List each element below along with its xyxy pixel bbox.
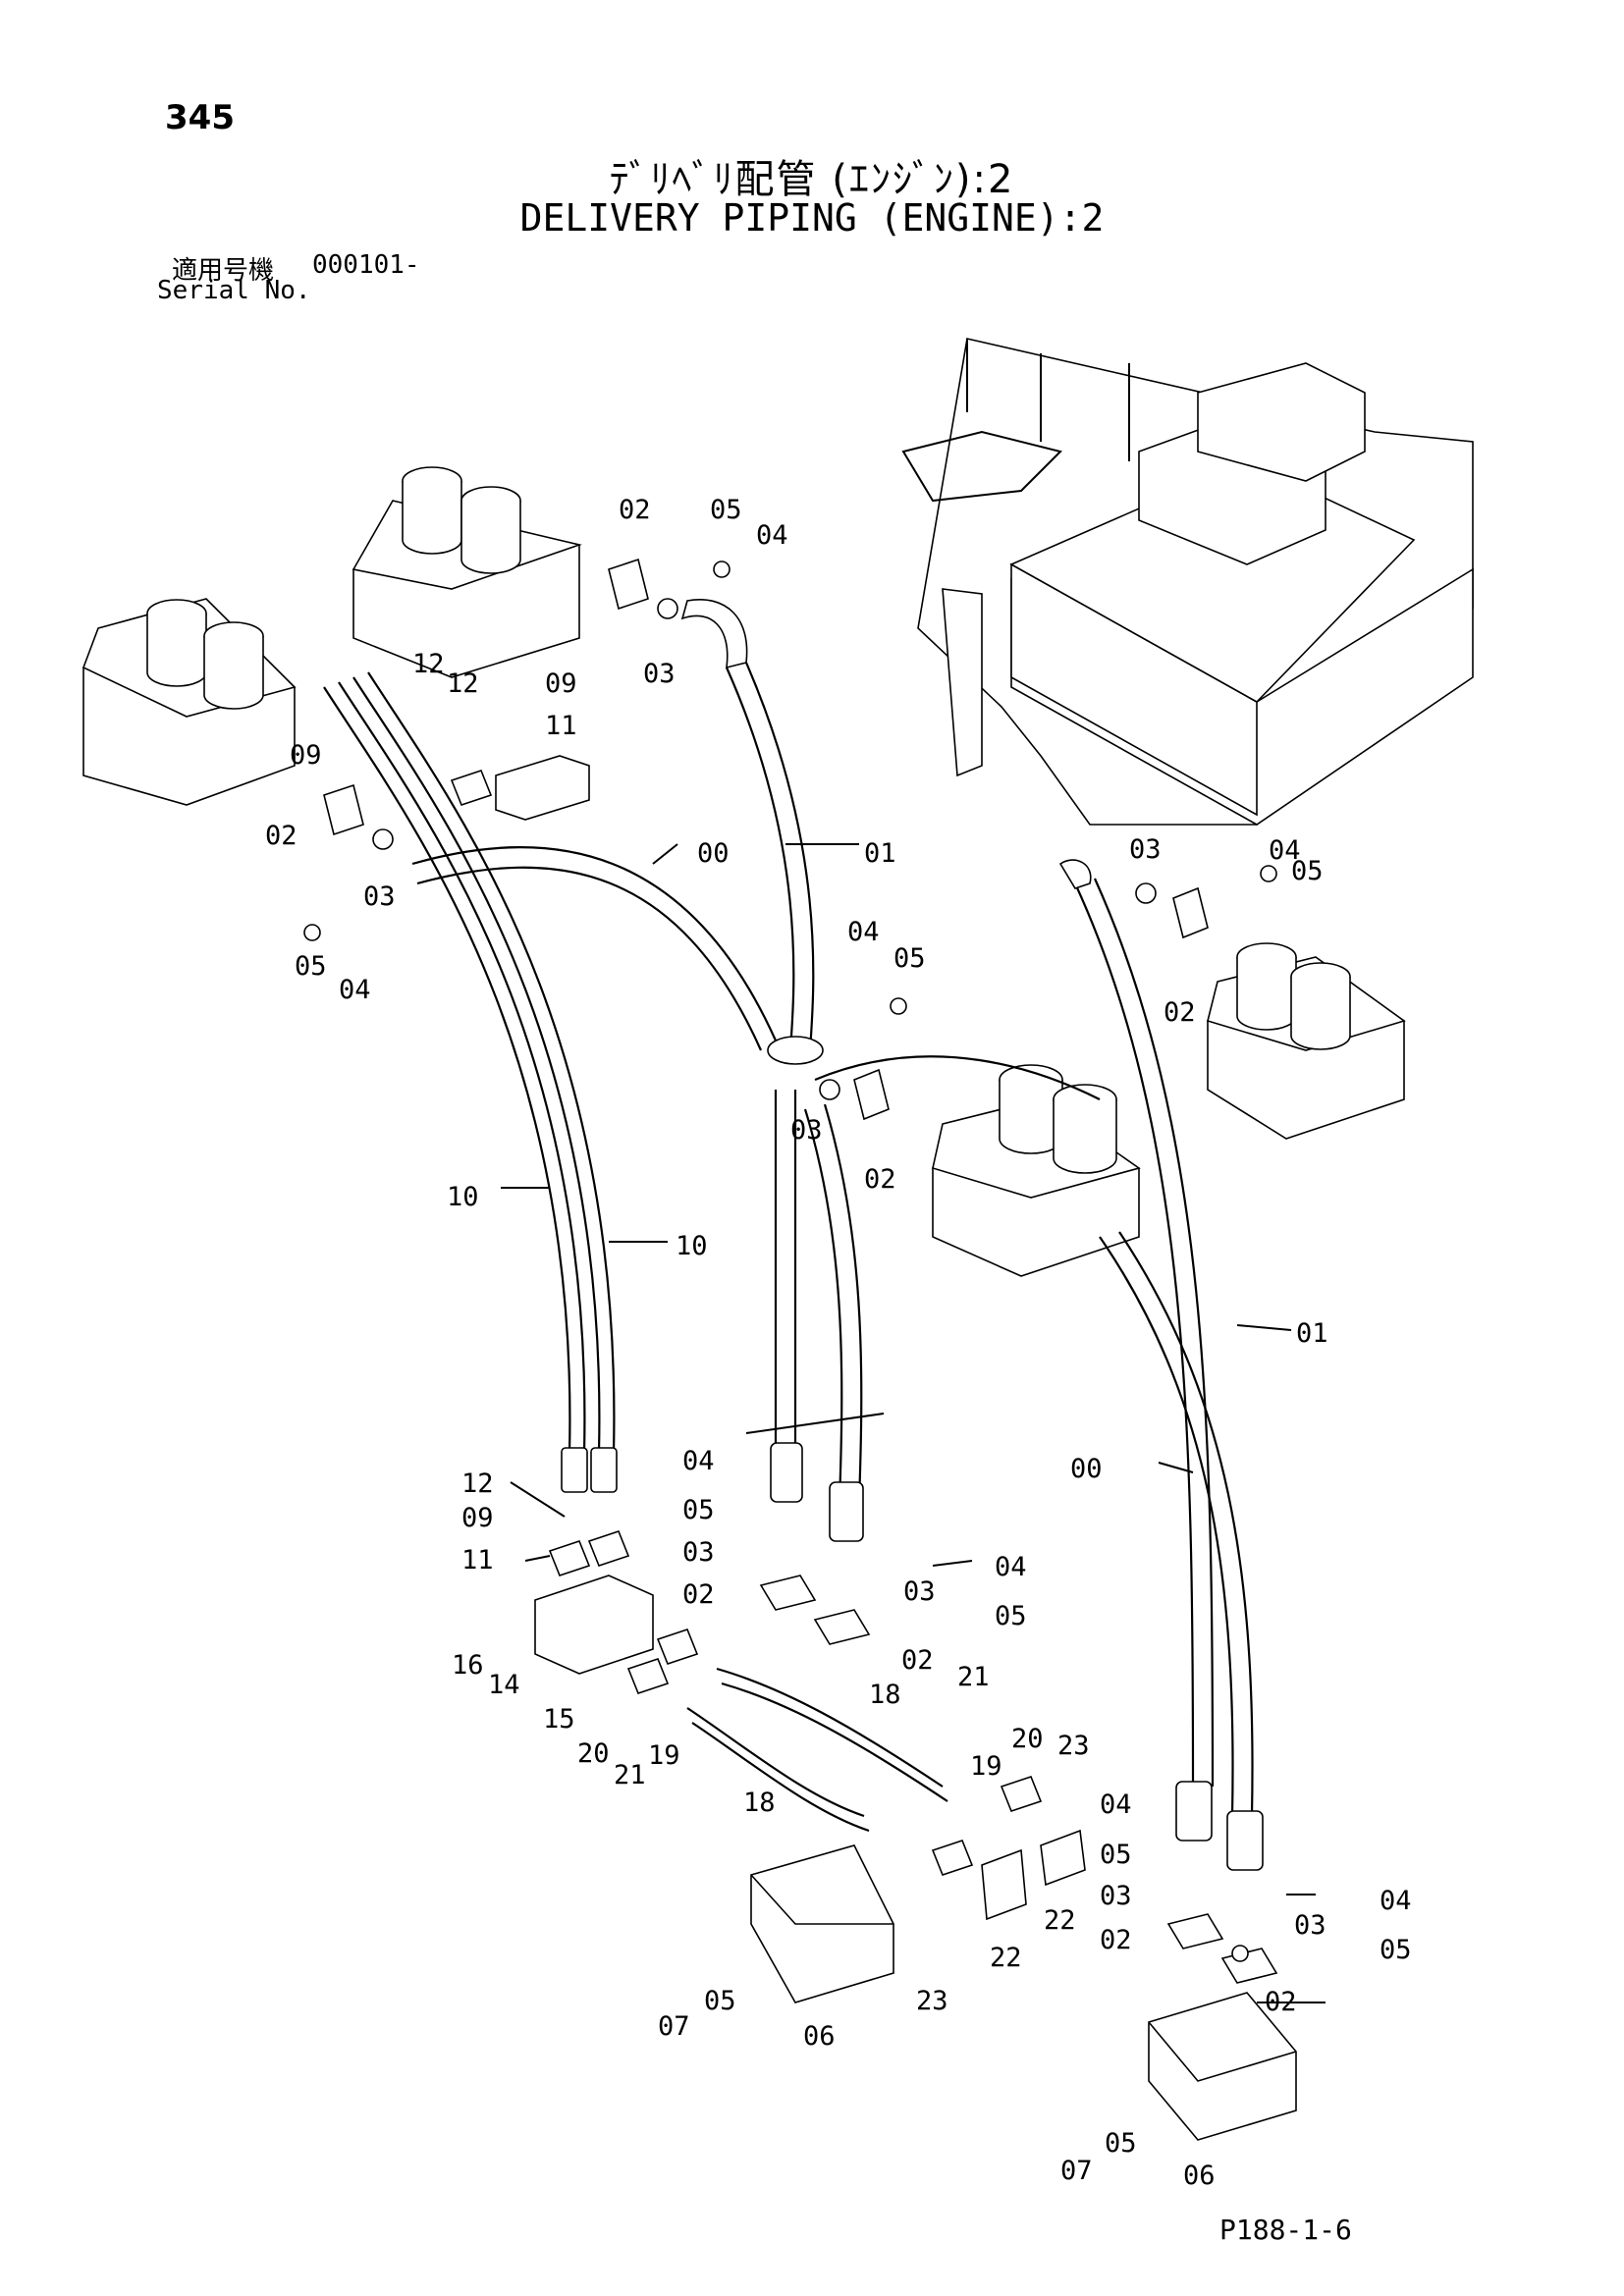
callout-label: 14 [488, 1670, 520, 1700]
callout-label: 10 [447, 1182, 479, 1212]
callout-label: 20 [577, 1738, 610, 1769]
callout-label: 03 [1294, 1910, 1326, 1941]
callout-label: 02 [901, 1645, 934, 1676]
callout-label: 20 [1011, 1724, 1044, 1754]
hose-18-b [686, 1707, 865, 1818]
callout-label: 12 [447, 668, 479, 699]
title-japanese: ﾃﾞﾘﾍﾞﾘ配管 (ｴﾝｼﾞﾝ):2 [609, 157, 1015, 202]
callout-label: 16 [452, 1650, 484, 1681]
callout-labels: 02 05 04 03 12 12 09 11 09 02 03 05 04 0… [265, 495, 1412, 2191]
callout-label: 22 [990, 1943, 1022, 1973]
callout-label: 05 [710, 495, 742, 525]
callout-label: 18 [869, 1680, 901, 1710]
callout-label: 04 [1269, 835, 1301, 866]
callout-label: 19 [970, 1751, 1002, 1782]
callout-label: 09 [290, 740, 322, 771]
control-valve-upper [352, 466, 582, 678]
callout-label: 23 [1057, 1731, 1090, 1761]
callout-label: 09 [545, 668, 577, 699]
callout-label: 09 [461, 1503, 494, 1533]
hose-18-a [716, 1667, 944, 1788]
callout-label: 04 [682, 1446, 715, 1476]
title-english: DELIVERY PIPING (ENGINE):2 [519, 196, 1105, 240]
callout-label: 00 [697, 838, 730, 869]
callout-label: 07 [658, 2011, 690, 2042]
callout-label: 01 [864, 838, 896, 869]
hoses [323, 662, 1254, 1833]
control-valve-middle [932, 1064, 1141, 1277]
hose-fittings [561, 599, 1264, 1871]
callout-label: 03 [643, 659, 676, 689]
callout-label: 01 [1296, 1318, 1328, 1349]
callout-label: 05 [295, 951, 327, 982]
callout-label: 02 [1164, 997, 1196, 1028]
callout-label: 05 [995, 1601, 1027, 1631]
flange-clamps [303, 558, 1278, 1984]
callout-label: 06 [803, 2021, 836, 2052]
callout-label: 03 [1100, 1881, 1132, 1911]
callout-label: 03 [790, 1115, 823, 1146]
hose-00-left [411, 845, 778, 1041]
callout-label: 05 [704, 1986, 736, 2016]
callout-label: 07 [1060, 2156, 1093, 2186]
control-valve-left [81, 598, 297, 806]
callout-label: 10 [676, 1231, 708, 1261]
callout-label: 04 [1100, 1789, 1132, 1820]
callout-label: 06 [1183, 2161, 1216, 2191]
callout-label: 19 [648, 1740, 680, 1771]
callout-label: 02 [265, 821, 298, 851]
plate-22-a [981, 1848, 1027, 1921]
callout-label: 03 [1129, 834, 1162, 865]
hose-00-right [1074, 882, 1195, 1788]
callout-label: 00 [1070, 1454, 1103, 1484]
serial-label-english: Serial No. [157, 276, 311, 305]
callout-label: 03 [903, 1576, 936, 1607]
callout-label: 05 [1291, 856, 1324, 886]
block-15 [534, 1575, 654, 1675]
callout-label: 02 [864, 1164, 896, 1195]
callout-label: 18 [743, 1788, 776, 1818]
callout-label: 03 [682, 1537, 715, 1568]
hose-10-a [323, 686, 571, 1454]
callout-label: 04 [847, 917, 880, 947]
callout-label: 21 [957, 1662, 990, 1692]
page-number: 345 [165, 98, 235, 137]
callout-label: 03 [363, 881, 396, 912]
callout-label: 04 [995, 1552, 1027, 1582]
callout-label: 12 [412, 649, 445, 679]
callout-label: 04 [1380, 1886, 1412, 1916]
callout-label: 15 [543, 1704, 575, 1735]
callout-label: 02 [682, 1579, 715, 1610]
callout-label: 02 [1265, 1987, 1297, 2017]
callout-label: 05 [1105, 2128, 1137, 2159]
callout-label: 12 [461, 1468, 494, 1499]
callout-label: 22 [1044, 1905, 1076, 1936]
lower-blocks [534, 1575, 1297, 2141]
serial-label-japanese: 適用号機 [172, 256, 275, 286]
callout-label: 02 [1100, 1925, 1132, 1955]
callout-label: 02 [619, 495, 651, 525]
callout-label: 05 [1100, 1840, 1132, 1870]
callout-label: 04 [756, 520, 788, 551]
leader-lines [501, 843, 1326, 2003]
callout-label: 11 [545, 711, 577, 741]
manifold-block-upper [495, 755, 590, 821]
plate-22-b [1040, 1829, 1086, 1887]
callout-label: 21 [614, 1760, 646, 1790]
figure-code: P188-1-6 [1219, 2214, 1352, 2246]
callout-label: 04 [339, 975, 371, 1005]
control-valve-right [1207, 942, 1406, 1140]
callout-label: 05 [682, 1495, 715, 1525]
callout-label: 05 [1380, 1935, 1412, 1965]
engine-assembly [901, 338, 1474, 826]
serial-number-value: 000101- [312, 250, 420, 280]
callout-label: 05 [893, 943, 926, 974]
hose-01-upper [725, 667, 795, 1051]
hose-10-b [352, 676, 601, 1454]
callout-label: 23 [916, 1986, 948, 2016]
callout-label: 11 [461, 1545, 494, 1575]
hose-01-right [1099, 1236, 1234, 1817]
